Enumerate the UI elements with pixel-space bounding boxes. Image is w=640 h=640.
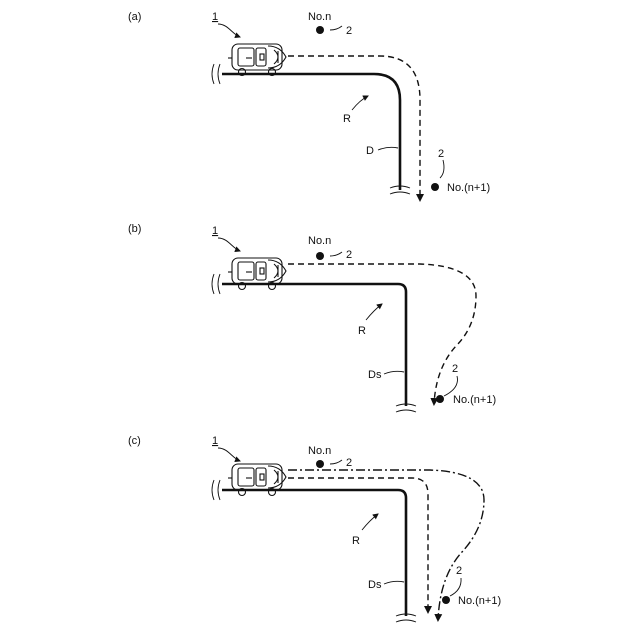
- target-near-marker: [316, 252, 324, 260]
- road-label: D: [366, 145, 374, 157]
- panel-label: (c): [128, 435, 141, 447]
- target-near-name: No.n: [308, 235, 331, 247]
- road-leader: [384, 371, 404, 374]
- dash-dot-travel-path: [288, 470, 484, 620]
- target-near-leader: [330, 252, 342, 256]
- target-near-marker: [316, 460, 324, 468]
- target-far-marker: [436, 395, 444, 403]
- vehicle-leader: [218, 448, 240, 461]
- target-far-ref: 2: [456, 565, 462, 577]
- road: [222, 490, 406, 616]
- vehicle-leader: [218, 24, 240, 37]
- radius-leader: [362, 514, 378, 530]
- radius-label: R: [358, 325, 366, 337]
- target-near-marker: [316, 26, 324, 34]
- vehicle-ref-number: 1: [212, 11, 218, 23]
- radius-leader: [352, 96, 368, 110]
- target-far-marker: [431, 183, 439, 191]
- road-break-left: [212, 480, 220, 500]
- panel-b: (b) 1 No.n 2 R Ds 2 No: [128, 223, 496, 412]
- road-label: Ds: [368, 579, 382, 591]
- target-near-name: No.n: [308, 11, 331, 23]
- vehicle-leader: [218, 238, 240, 251]
- target-far-name: No.(n+1): [453, 394, 496, 406]
- panel-label: (b): [128, 223, 141, 235]
- road-leader: [384, 581, 404, 584]
- vehicle-icon: [228, 44, 286, 76]
- vehicle-ref-number: 1: [212, 225, 218, 237]
- target-far-ref: 2: [438, 148, 444, 160]
- target-far-leader: [450, 578, 461, 596]
- target-near-ref: 2: [346, 249, 352, 261]
- target-near-ref: 2: [346, 457, 352, 469]
- target-near-name: No.n: [308, 445, 331, 457]
- radius-leader: [366, 304, 382, 320]
- target-far-leader: [440, 160, 444, 178]
- target-near-leader: [330, 26, 342, 30]
- target-near-leader: [330, 460, 342, 464]
- road-leader: [378, 147, 398, 150]
- road-label: Ds: [368, 369, 382, 381]
- vehicle-ref-number: 1: [212, 435, 218, 447]
- target-far-ref: 2: [452, 363, 458, 375]
- target-far-leader: [444, 376, 457, 396]
- target-far-name: No.(n+1): [458, 595, 501, 607]
- panel-a: (a) 1 No.n 2 R: [128, 11, 490, 200]
- panel-label: (a): [128, 11, 141, 23]
- road: [222, 74, 400, 190]
- radius-label: R: [352, 535, 360, 547]
- target-far-marker: [442, 596, 450, 604]
- panel-c: (c) 1 No.n 2 R Ds 2: [128, 435, 501, 622]
- radius-label: R: [343, 113, 351, 125]
- target-near-ref: 2: [346, 25, 352, 37]
- road-break-left: [212, 64, 220, 84]
- target-far-name: No.(n+1): [447, 182, 490, 194]
- road: [222, 284, 406, 406]
- road-break-left: [212, 274, 220, 294]
